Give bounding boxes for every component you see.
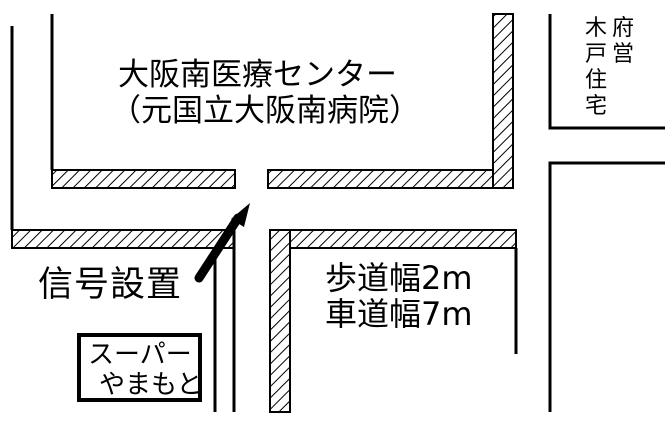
- signal-installation-label: 信号設置: [38, 265, 183, 305]
- housing-block-top-outline: [548, 14, 665, 130]
- left-road-sidewalk: [11, 229, 235, 249]
- supermarket-name-line1: スーパー: [88, 340, 192, 370]
- housing-char: 営: [611, 42, 634, 67]
- signal-arrow-shaft: [194, 213, 243, 283]
- housing-block-bottom-outline: [548, 161, 665, 412]
- kido-housing-label: 木 戸 住 宅: [583, 16, 609, 120]
- housing-char: 木: [584, 16, 607, 41]
- right-block-sidewalk-top: [269, 229, 517, 249]
- hospital-former-name-label: （元国立大阪南病院）: [110, 93, 420, 129]
- supermarket-box: [77, 333, 202, 402]
- supermarket-name-line2: やまもと: [99, 370, 203, 400]
- signal-arrow-head: [231, 203, 250, 227]
- roadway-width-label: 車道幅7m: [325, 295, 473, 333]
- housing-char: 宅: [584, 94, 607, 119]
- housing-char: 戸: [584, 42, 607, 67]
- prefectural-housing-label: 府 営: [610, 16, 636, 68]
- sidewalk-width-label: 歩道幅2m: [325, 259, 473, 297]
- hospital-wall-right-bottom: [267, 169, 514, 189]
- hospital-wall-right-side: [492, 13, 514, 189]
- hospital-name-label: 大阪南医療センター: [118, 57, 397, 93]
- housing-char: 住: [584, 68, 607, 93]
- hospital-wall-left-bottom: [51, 169, 236, 189]
- right-block-sidewalk-left: [269, 229, 291, 413]
- housing-char: 府: [611, 16, 634, 41]
